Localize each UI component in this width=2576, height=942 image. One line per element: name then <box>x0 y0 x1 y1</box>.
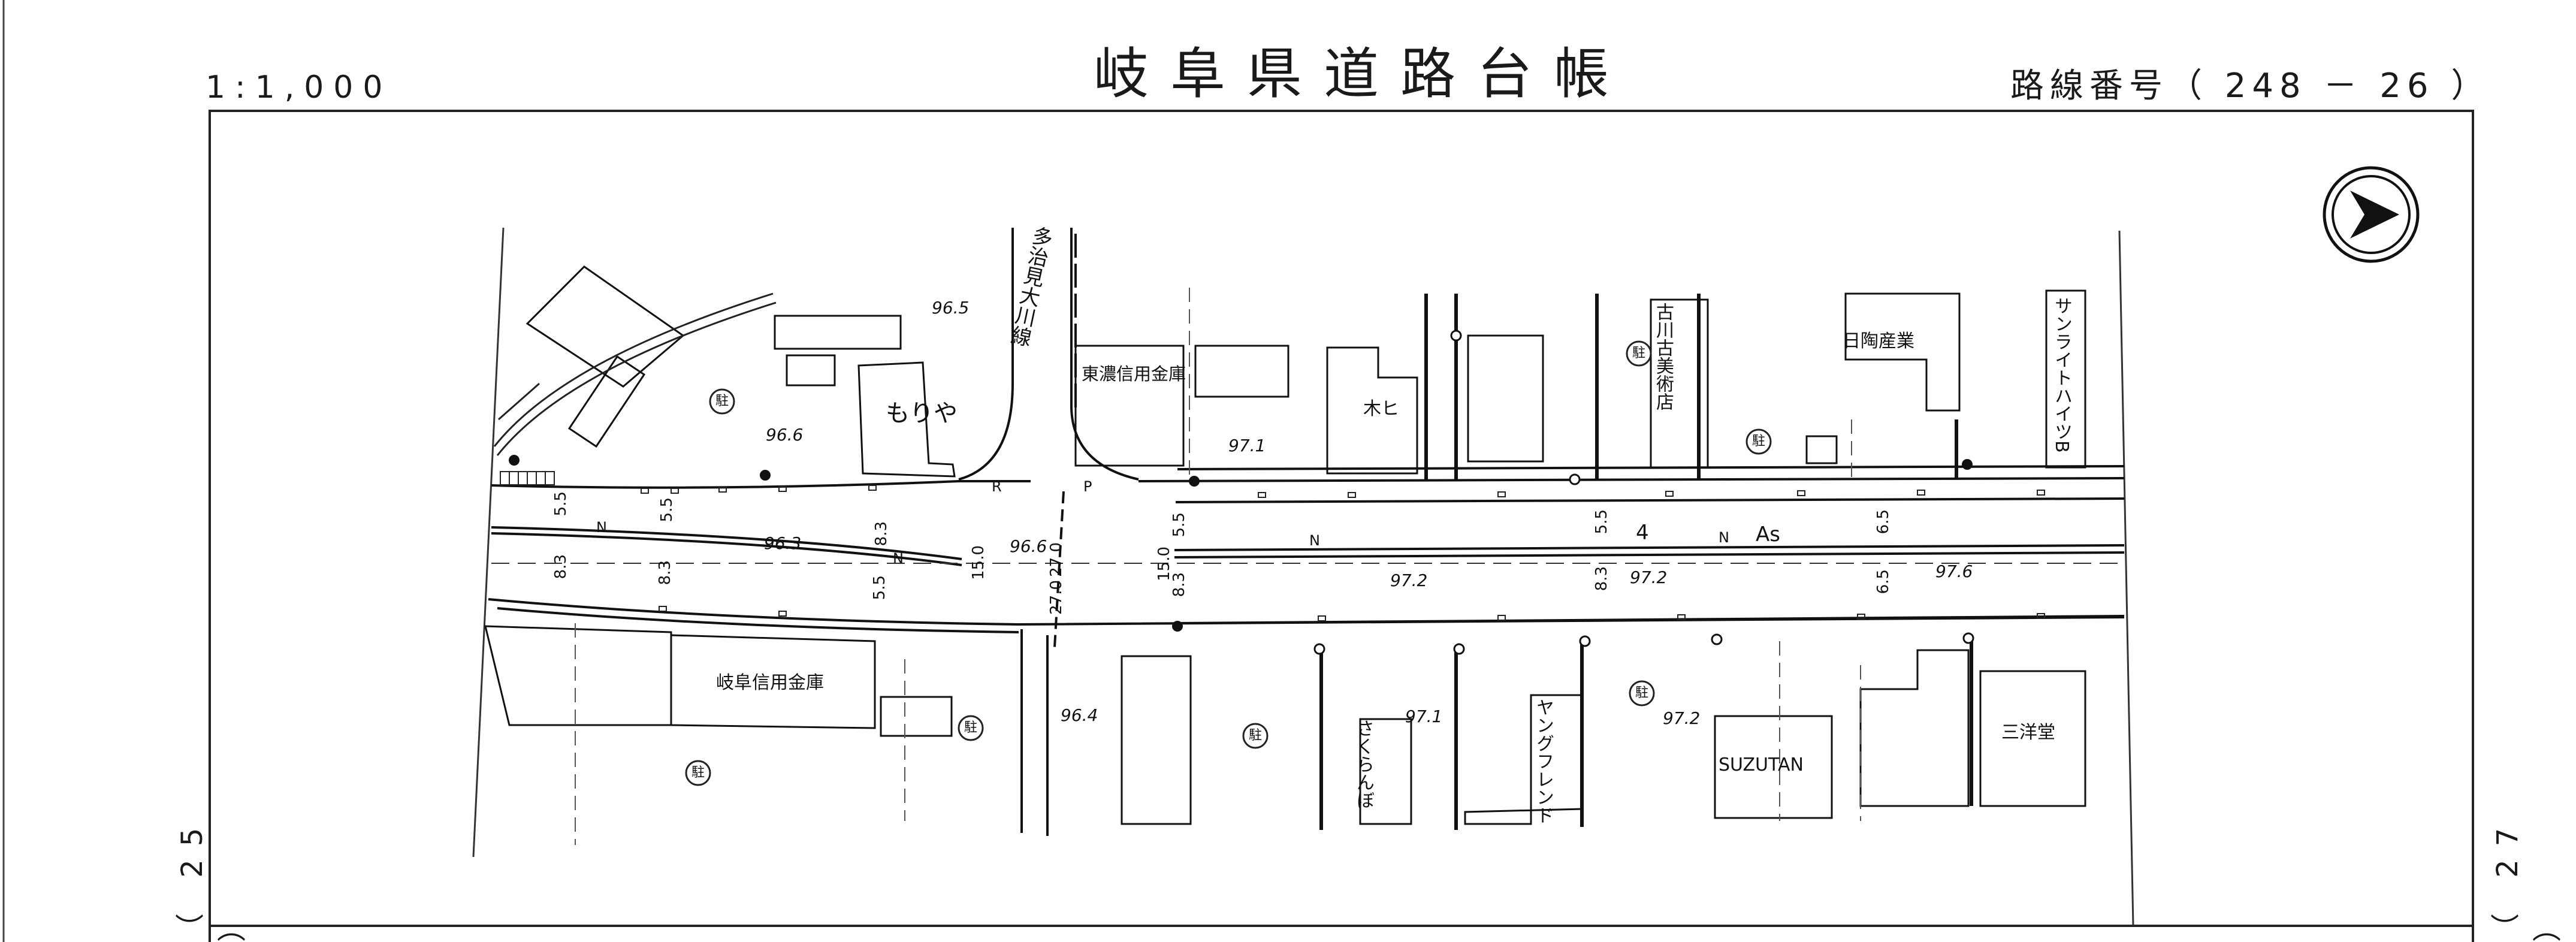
building-label: 日陶産業 <box>1843 331 1914 352</box>
width-dimension: 6.5 <box>1874 569 1892 594</box>
north-mark: N <box>1309 532 1320 549</box>
curb-markers <box>641 485 2045 621</box>
building-label: 岐阜信用金庫 <box>716 672 824 693</box>
elevation-label: 96.3 <box>764 533 802 553</box>
width-dimension: 27.0 <box>1047 542 1065 577</box>
width-dimension: 8.3 <box>656 560 674 585</box>
parking-label: 駐 <box>1752 434 1766 449</box>
survey-boundary <box>472 227 2134 926</box>
route-number: 路線番号（ 248 － 26 ） <box>2010 67 2491 105</box>
building-label: ヤングフレンド <box>1533 698 1554 824</box>
page-title: 岐阜県道路台帳 <box>1094 42 1631 106</box>
building-label: 三洋堂 <box>2001 722 2055 743</box>
elevation-label: 96.6 <box>766 425 804 445</box>
elevation-label: 96.6 <box>1010 536 1047 556</box>
utility-poles <box>509 330 1974 655</box>
parking-label: 駐 <box>1632 346 1646 361</box>
width-dimension: 8.3 <box>872 521 890 547</box>
north-mark: N <box>596 519 607 536</box>
elevation-label: 97.2 <box>1390 570 1428 590</box>
building-outlines <box>484 265 2086 825</box>
width-dimension: 5.5 <box>1593 509 1611 535</box>
building-label: SUZUTAN <box>1719 754 1804 775</box>
elevation-label: 96.5 <box>932 298 970 318</box>
width-dimension: 5.5 <box>658 497 676 523</box>
building-label: もりや <box>886 400 958 427</box>
width-dimension: 8.3 <box>1170 572 1188 597</box>
stairs <box>500 471 555 485</box>
building-label: サンライトハイツB <box>2051 297 2072 453</box>
property-lines <box>575 288 1861 845</box>
parking-label: 駐 <box>964 720 978 735</box>
parking-symbol-icon <box>685 340 1772 786</box>
building-label: 古川古美術店 <box>1653 303 1674 410</box>
width-dimension: 8.3 <box>1593 566 1611 591</box>
curve-mark: P <box>1083 478 1092 495</box>
elevation-label: 97.2 <box>1663 708 1701 728</box>
elevation-label: 96.4 <box>1061 705 1098 725</box>
north-mark: N <box>1719 529 1729 546</box>
width-dimension: 8.3 <box>552 554 570 579</box>
width-dimension: 15.0 <box>970 545 987 580</box>
main-road <box>488 465 2125 633</box>
lot-lines <box>1319 294 1973 830</box>
building-label: 木ヒ <box>1363 398 1399 419</box>
elevation-label: 97.6 <box>1935 561 1973 581</box>
width-dimension: 27.0 <box>1047 580 1065 615</box>
north-mark: N <box>893 550 904 567</box>
map-frame <box>209 110 2474 942</box>
elevation-label: 97.1 <box>1228 436 1266 455</box>
width-dimension: 5.5 <box>552 491 570 517</box>
parking-label: 駐 <box>715 394 729 409</box>
curve-mark: R <box>992 478 1002 495</box>
lane-count-label: 4 <box>1636 521 1649 545</box>
elevation-label: 97.1 <box>1405 707 1443 726</box>
building-label: さくらんぼ <box>1353 719 1374 809</box>
map-scale: 1:1,000 <box>206 70 392 105</box>
elevation-label: 97.2 <box>1630 567 1668 587</box>
pavement-type-label: As <box>1756 523 1780 547</box>
parking-label: 駐 <box>1635 686 1649 701</box>
parking-label: 駐 <box>1249 728 1263 743</box>
parking-label: 駐 <box>691 765 705 780</box>
width-dimension: 5.5 <box>871 575 889 600</box>
north-arrow-icon <box>2323 166 2420 263</box>
building-label: 東濃信用金庫 <box>1082 364 1186 384</box>
rail-lines <box>493 292 777 456</box>
width-dimension: 6.5 <box>1874 509 1892 535</box>
side-road <box>958 228 1139 836</box>
width-dimension: 5.5 <box>1170 512 1188 538</box>
